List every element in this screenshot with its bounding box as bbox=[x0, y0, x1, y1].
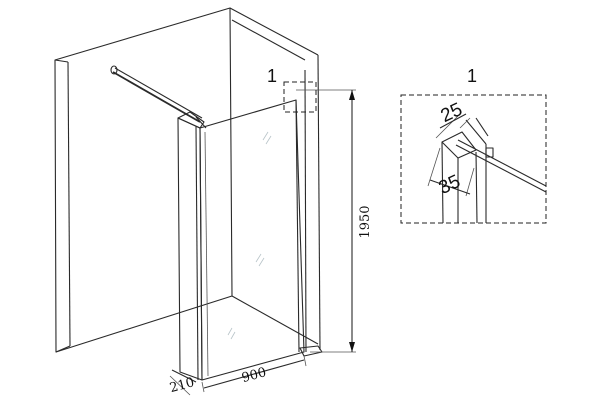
depth-dimension-label: 210 bbox=[168, 375, 196, 396]
floor-profile bbox=[299, 345, 323, 357]
width-dimension-label: 900 bbox=[240, 365, 268, 386]
width-dimension: 900 bbox=[201, 355, 307, 393]
glass-panel bbox=[199, 99, 305, 381]
detail-view-title: 1 bbox=[467, 66, 477, 86]
height-dimension-label: 1950 bbox=[358, 205, 373, 238]
height-dimension: 1950 bbox=[296, 89, 373, 353]
depth-dimension: 210 bbox=[168, 369, 197, 396]
end-profile bbox=[177, 111, 205, 381]
stabilizer-bar bbox=[110, 65, 207, 129]
detail-depth-label: 35 bbox=[436, 171, 464, 199]
detail-marker-label: 1 bbox=[267, 66, 277, 86]
detail-view: 1 25 35 bbox=[400, 66, 547, 224]
detail-marker: 1 bbox=[267, 66, 317, 113]
detail-width-label: 25 bbox=[438, 99, 466, 127]
wall bbox=[54, 7, 321, 353]
